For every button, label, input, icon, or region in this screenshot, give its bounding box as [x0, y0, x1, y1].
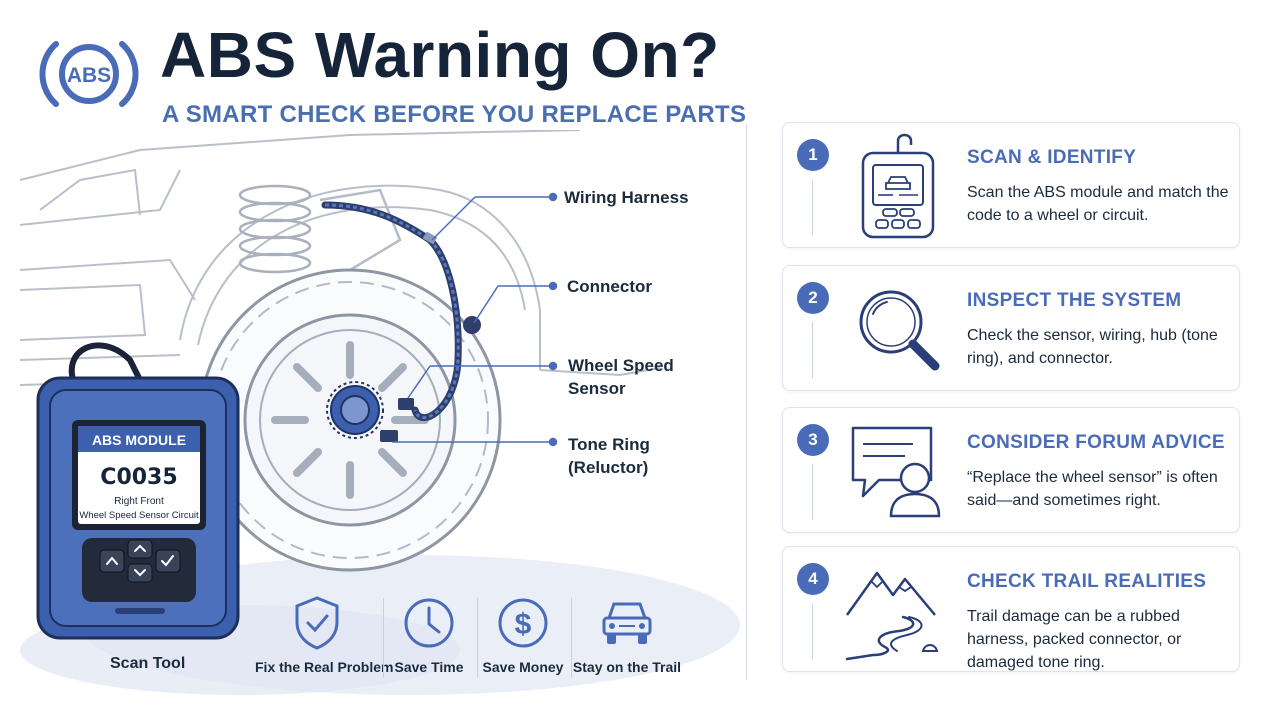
benefit-label: Stay on the Trail [572, 659, 682, 675]
step-body: Check the sensor, wiring, hub (tone ring… [967, 327, 1218, 367]
step-number-badge: 1 [797, 139, 829, 171]
dollar-icon: $ [498, 598, 548, 648]
page-subtitle: A SMART CHECK BEFORE YOU REPLACE PARTS [162, 101, 747, 128]
scan-tool-icon [861, 133, 935, 239]
step-number-badge: 3 [797, 424, 829, 456]
scan-desc-line2: Wheel Speed Sensor Circuit [79, 510, 199, 521]
scan-desc-line1: Right Front [114, 496, 164, 507]
magnifier-icon [859, 290, 940, 371]
benefit-save-time: Save Time [367, 590, 491, 690]
step-body: Scan the ABS module and match the code t… [967, 184, 1229, 224]
mountain-trail-icon [845, 571, 939, 661]
forum-chat-icon [851, 426, 941, 518]
page-title: ABS Warning On? [160, 19, 720, 91]
step-card-4: 4 CHECK TRAIL REALITIES Trail damage can… [782, 546, 1240, 672]
step-card-3: 3 CONSIDER FORUM ADVICE “Replace the whe… [782, 407, 1240, 533]
svg-text:$: $ [515, 608, 532, 641]
step-title: CHECK TRAIL REALITIES [967, 571, 1207, 592]
abs-logo-text: ABS [67, 64, 111, 87]
clock-icon [404, 598, 454, 648]
callout-tone-ring: Tone Ring (Reluctor) [568, 435, 650, 477]
benefit-label: Fix the Real Problem [255, 659, 394, 675]
abs-warning-icon: ABS [39, 41, 139, 107]
step-body: Trail damage can be a rubbed harness, pa… [967, 608, 1182, 671]
scan-tool-label: Scan Tool [110, 655, 186, 672]
section-divider [746, 124, 747, 680]
benefit-label: Save Money [482, 659, 564, 675]
step-card-2: 2 INSPECT THE SYSTEM Check the sensor, w… [782, 265, 1240, 391]
step-title: SCAN & IDENTIFY [967, 147, 1137, 168]
truck-icon [602, 602, 652, 644]
shield-check-icon [295, 596, 339, 650]
step-title: CONSIDER FORUM ADVICE [967, 432, 1225, 453]
step-number-badge: 4 [797, 563, 829, 595]
step-title: INSPECT THE SYSTEM [967, 290, 1182, 311]
benefit-save-money: $ Save Money [461, 590, 585, 690]
callout-connector: Connector [567, 277, 652, 296]
scan-code: C0035 [100, 465, 177, 490]
benefit-fix-problem: Fix the Real Problem [255, 590, 394, 690]
benefit-stay-on-trail: Stay on the Trail [565, 590, 689, 690]
callout-wheel-speed-sensor: Wheel Speed Sensor [568, 356, 674, 398]
step-card-1: 1 SCAN & IDENTIFY Scan the ABS module an… [782, 122, 1240, 248]
benefits-row: Fix the Real Problem Save Time $ Save Mo… [255, 590, 695, 690]
scan-screen-header: ABS MODULE [92, 432, 186, 448]
callout-wiring-harness: Wiring Harness [564, 188, 689, 207]
step-body: “Replace the wheel sensor” is often said… [967, 469, 1218, 509]
step-number-badge: 2 [797, 282, 829, 314]
benefit-label: Save Time [394, 659, 464, 675]
wheel-illustration: ABS MODULE C0035 Right Front Wheel Speed… [20, 130, 740, 695]
